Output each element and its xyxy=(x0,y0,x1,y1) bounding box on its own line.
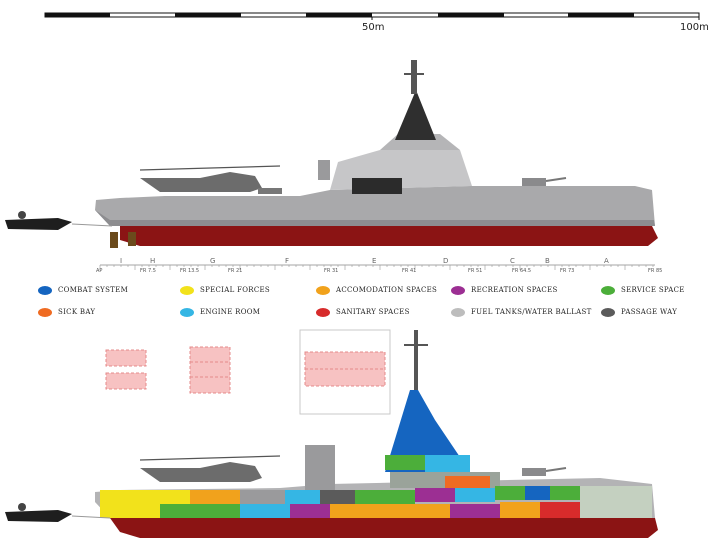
legend-swatch xyxy=(601,307,615,317)
legend-label: Special forces xyxy=(200,286,270,294)
legend-item-engine-room: Engine room xyxy=(180,305,316,319)
legend-swatch xyxy=(38,307,52,317)
legend-label: Fuel tanks/water ballast xyxy=(471,308,592,316)
ship-profile-top xyxy=(5,60,658,248)
zone-letter: B xyxy=(545,257,550,265)
ship-cutaway-bottom xyxy=(5,330,658,538)
helicopter-top xyxy=(140,172,262,192)
legend-swatch xyxy=(316,285,330,295)
placeholder-blocks xyxy=(105,329,391,415)
legend-swatch xyxy=(180,307,194,317)
frame-label: FR 13.5 xyxy=(180,268,200,274)
frame-label: FR 31 xyxy=(324,268,339,274)
legend-label: Combat system xyxy=(58,286,129,294)
zone-letter: D xyxy=(443,257,449,265)
zone-letter: G xyxy=(210,257,216,265)
mast-combat-system xyxy=(385,390,470,472)
frame-label: FR 85 xyxy=(648,268,663,274)
legend-item-sanitary-spaces: Sanitary spaces xyxy=(316,305,451,319)
frame-label: FR 51 xyxy=(468,268,483,274)
legend-label: Sick bay xyxy=(58,308,96,316)
zone-letter: C xyxy=(510,257,515,265)
frame-ruler xyxy=(99,264,655,270)
legend: Combat system Special forces Accomodatio… xyxy=(38,283,698,319)
helicopter-bottom xyxy=(140,462,262,482)
legend-swatch xyxy=(601,285,615,295)
frame-label: FR 73 xyxy=(560,268,575,274)
legend-item-service-space: Service space xyxy=(601,283,698,297)
legend-swatch xyxy=(451,307,465,317)
legend-swatch xyxy=(38,285,52,295)
hull-grey-top xyxy=(95,186,655,226)
frame-label: FR 7.5 xyxy=(140,268,156,274)
legend-item-fuel-tanks: Fuel tanks/water ballast xyxy=(451,305,601,319)
zone-letter: I xyxy=(120,257,123,265)
legend-label: Service space xyxy=(621,286,685,294)
legend-item-special-forces: Special forces xyxy=(180,283,316,297)
mast-top xyxy=(395,90,436,140)
legend-label: Accomodation spaces xyxy=(336,286,438,294)
legend-swatch xyxy=(316,307,330,317)
legend-label: Recreation spaces xyxy=(471,286,558,294)
zone-letter: A xyxy=(604,257,609,265)
hull-red-top xyxy=(120,226,658,246)
zone-letter: E xyxy=(372,257,377,265)
legend-item-combat-system: Combat system xyxy=(38,283,180,297)
rhib-bay-top xyxy=(352,178,402,194)
legend-label: Engine room xyxy=(200,308,261,316)
legend-item-passage-way: Passage way xyxy=(601,305,698,319)
boat-top xyxy=(5,218,72,230)
legend-label: Passage way xyxy=(621,308,678,316)
scale-bar xyxy=(44,12,700,20)
zone-letter: F xyxy=(285,257,290,265)
legend-item-sick-bay: Sick bay xyxy=(38,305,180,319)
boat-bottom xyxy=(5,510,72,522)
superstructure-top xyxy=(300,150,472,196)
scale-label-100m: 100m xyxy=(680,22,709,33)
frame-label: FR 64.5 xyxy=(512,268,532,274)
legend-item-recreation-spaces: Recreation spaces xyxy=(451,283,601,297)
gun-top xyxy=(522,178,546,186)
scale-label-50m: 50m xyxy=(362,22,385,33)
frame-label: AP xyxy=(96,268,103,274)
frame-label: FR 41 xyxy=(402,268,417,274)
legend-item-accomodation-spaces: Accomodation spaces xyxy=(316,283,451,297)
zone-letter: H xyxy=(150,257,156,265)
frame-label: FR 21 xyxy=(228,268,243,274)
legend-swatch xyxy=(180,285,194,295)
hull-red-bottom xyxy=(110,518,658,538)
legend-label: Sanitary spaces xyxy=(336,308,410,316)
legend-swatch xyxy=(451,285,465,295)
